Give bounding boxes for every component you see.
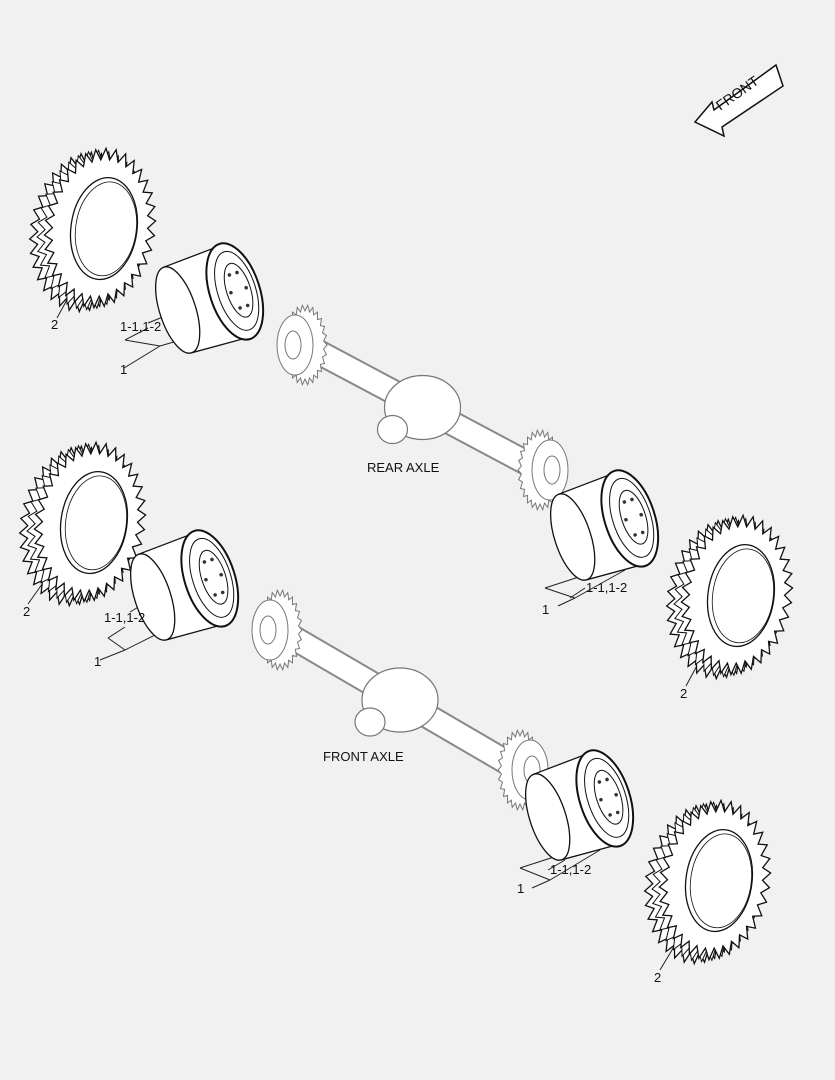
wheel-rim	[549, 469, 660, 581]
wheel-rim	[524, 749, 635, 861]
leader-line	[124, 339, 161, 347]
front-axle-label: FRONT AXLE	[323, 749, 404, 764]
leader-lines	[27, 284, 701, 971]
callout-rim-parts: 1-1,1-2	[104, 610, 146, 625]
callout-rim: 1	[94, 654, 102, 669]
wheel-hub	[251, 588, 303, 672]
leader-line	[123, 345, 161, 369]
leader-line	[519, 867, 551, 881]
wheel-hub	[276, 303, 328, 387]
wheel-rim	[154, 242, 265, 354]
rear-axle-label: REAR AXLE	[367, 460, 440, 475]
front-direction-arrow-icon	[693, 63, 784, 138]
callout-rim: 1	[120, 362, 128, 377]
callout-tire: 2	[680, 686, 688, 701]
wheel-hub	[517, 428, 569, 512]
callout-tire: 2	[23, 604, 31, 619]
tire	[643, 798, 772, 966]
callout-rim-parts: 1-1,1-2	[550, 862, 592, 877]
leader-line	[531, 879, 551, 889]
axle-assembly	[276, 303, 569, 512]
tire	[18, 440, 147, 608]
leader-line	[547, 859, 566, 871]
callout-rim-parts: 1-1,1-2	[120, 319, 162, 334]
tire	[28, 146, 157, 314]
callout-tire: 2	[654, 970, 662, 985]
leader-line	[659, 944, 676, 971]
wheel-rim	[129, 529, 240, 641]
leader-line	[99, 649, 126, 661]
leader-line	[574, 569, 626, 599]
tire	[665, 513, 794, 681]
leader-line	[107, 626, 126, 639]
leader-line	[124, 327, 149, 341]
leader-line	[569, 587, 586, 599]
leader-line	[549, 849, 601, 881]
leader-line	[107, 637, 126, 651]
callout-rim-parts: 1-1,1-2	[586, 580, 628, 595]
callout-tire: 2	[51, 317, 59, 332]
leader-line	[544, 587, 576, 599]
axle-assembly	[251, 588, 549, 812]
callout-rim: 1	[517, 881, 525, 896]
leader-line	[557, 597, 576, 607]
callout-rim: 1	[542, 602, 550, 617]
